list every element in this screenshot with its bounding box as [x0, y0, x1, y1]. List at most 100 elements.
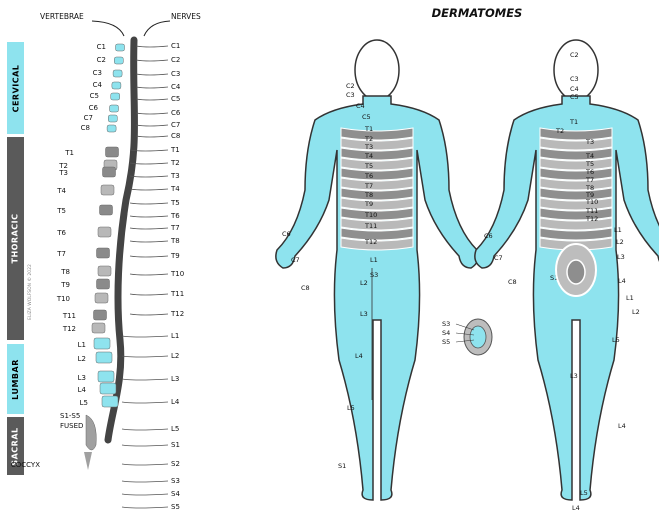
nerve-label: C4 — [171, 83, 181, 91]
front-dermatome-label: T12 — [364, 238, 377, 246]
perineum-label: S4 — [442, 329, 450, 337]
vertebral-body — [103, 167, 116, 177]
back-dermatome-label: L4 — [618, 422, 626, 430]
back-dermatome-label: T1 — [569, 118, 578, 126]
vertebra-label: L1 — [78, 341, 86, 349]
vertebra-label: L5 — [80, 399, 88, 407]
nerve-root — [130, 176, 168, 177]
nerve-label: T11 — [170, 290, 184, 298]
nerve-root — [130, 189, 168, 190]
front-dermatome-label: T3 — [364, 143, 373, 151]
vertebral-body — [97, 248, 110, 258]
vertebra-label: S1-S5 — [60, 412, 80, 420]
nerve-label: L4 — [171, 398, 180, 406]
nerve-label: C2 — [171, 56, 180, 64]
back-dermatome-label: L2 — [616, 238, 624, 246]
nerve-root — [136, 74, 168, 75]
nerve-root — [122, 336, 168, 337]
nerve-root — [136, 136, 168, 137]
nerves-header: NERVES — [171, 12, 201, 21]
front-dermatome-label: T7 — [364, 182, 373, 190]
vertebra-label: C6 — [89, 104, 99, 112]
back-dermatome-label: C6 — [484, 232, 493, 240]
vertebra-label: T10 — [56, 295, 70, 303]
nerve-label: T8 — [170, 237, 180, 245]
nerve-root — [122, 402, 168, 403]
sacral-core — [567, 260, 585, 284]
front-dermatome-label: C6 — [282, 230, 291, 238]
vertebra-label: T12 — [62, 325, 76, 333]
vertebral-body — [98, 266, 111, 276]
front-dermatome-label: T5 — [364, 162, 373, 170]
vertebrae-leader — [92, 21, 124, 36]
vertebra-label: FUSED — [60, 422, 83, 430]
front-dermatome-label: C4 — [356, 102, 365, 110]
nerve-root — [136, 87, 168, 88]
back-dermatome-label: T3 — [585, 138, 594, 146]
back-dermatome-label: C2 — [570, 51, 579, 59]
nerve-root — [130, 203, 168, 204]
nerve-label: T6 — [170, 212, 180, 220]
nerve-label: T1 — [170, 146, 180, 154]
vertebral-body — [112, 82, 121, 89]
front-dermatome-label: T2 — [364, 135, 373, 143]
vertebra-label: C4 — [93, 81, 103, 89]
vertebra-label: T11 — [62, 312, 76, 320]
back-dermatome-label: L4 — [572, 504, 580, 512]
nerve-root — [122, 507, 168, 508]
vertebral-body — [107, 125, 116, 132]
vertebral-body — [100, 383, 116, 394]
vertebral-body — [111, 93, 120, 100]
back-dermatome-label: L5 — [612, 336, 620, 344]
vertebral-body — [108, 115, 117, 122]
nerve-label: T7 — [170, 224, 180, 232]
nerve-label: L2 — [171, 352, 179, 360]
nerve-root — [136, 60, 168, 61]
front-dermatome-label: T10 — [364, 211, 377, 219]
back-dermatome-label: L5 — [580, 489, 588, 497]
vertebra-label: T5 — [56, 207, 66, 215]
vertebra-label: C7 — [84, 114, 93, 122]
nerve-label: T2 — [170, 159, 180, 167]
front-dermatome-label: S1 — [338, 462, 346, 470]
nerve-label: C6 — [171, 109, 181, 117]
vertebral-body — [97, 279, 110, 289]
nerve-root — [122, 356, 168, 357]
nerve-root — [130, 256, 168, 257]
coccyx-shape — [84, 452, 92, 470]
nerve-label: L5 — [171, 425, 179, 433]
vertebra-label: T7 — [56, 250, 66, 258]
front-dermatome-label: S3 — [370, 271, 378, 279]
vertebra-label: C8 — [81, 124, 90, 132]
front-dermatome-label: C7 — [291, 256, 300, 264]
nerve-root — [122, 445, 168, 446]
nerve-root — [136, 46, 168, 47]
nerve-root — [130, 274, 168, 275]
nerve-label: T4 — [170, 185, 180, 193]
nerve-label: L1 — [171, 332, 179, 340]
nerve-root — [136, 125, 168, 126]
vertebra-label: T9 — [60, 281, 70, 289]
front-dermatome-label: L5 — [347, 404, 355, 412]
front-view — [276, 40, 478, 500]
vertebral-body — [114, 57, 123, 64]
vertebra-label: T3 — [58, 169, 68, 177]
vertebral-body — [96, 352, 112, 363]
nerve-root — [122, 429, 168, 430]
back-dermatome-label: C7 — [494, 254, 503, 262]
vertebra-label: C3 — [93, 69, 102, 77]
nerve-label: T5 — [170, 199, 180, 207]
vertebral-body — [94, 338, 110, 349]
back-dermatome-label: L3 — [570, 372, 578, 380]
vertebral-body — [95, 293, 108, 303]
back-dermatome-label: T5 — [585, 160, 594, 168]
vertebral-body — [100, 205, 113, 215]
front-dermatome-label: T9 — [364, 200, 373, 208]
front-dermatome-label: C8 — [301, 284, 310, 292]
vertebral-body — [92, 323, 105, 333]
back-dermatome-label: C8 — [508, 278, 517, 286]
nerve-label: S5 — [171, 503, 180, 511]
back-dermatome-label: L2 — [632, 308, 640, 316]
vertebral-body — [101, 185, 114, 195]
